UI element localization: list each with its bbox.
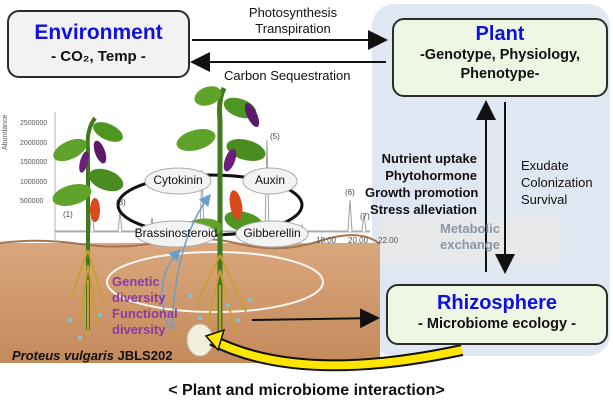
- transpiration-label: Transpiration: [255, 21, 331, 36]
- phytohormone-label: Phytohormone: [385, 168, 477, 183]
- ytick-500000: 500000: [20, 198, 44, 205]
- carbon-sequestration-label: Carbon Sequestration: [224, 68, 351, 83]
- peak-1: (1): [63, 210, 73, 219]
- genetic-diversity-label: Genetic diversity: [112, 274, 166, 305]
- growth-promotion-label: Growth promotion: [365, 185, 479, 200]
- gibberellin-label: Gibberellin: [243, 226, 301, 240]
- rhizosphere-subtitle: - Microbiome ecology -: [418, 316, 576, 332]
- rhizosphere-box: Rhizosphere - Microbiome ecology -: [386, 284, 608, 345]
- plant-line2: Phenotype-: [460, 66, 540, 82]
- xtick-18: 18.00: [316, 236, 337, 245]
- ytick-1000000: 1000000: [20, 178, 48, 186]
- peak-6: (6): [345, 188, 355, 197]
- environment-subtitle: - CO₂, Temp -: [51, 48, 146, 65]
- peak-5: (5): [270, 132, 280, 141]
- xtick-20: 20.00: [348, 236, 369, 245]
- colonization-label: Colonization: [521, 175, 593, 190]
- xtick-22: 22.00: [378, 236, 399, 245]
- metabolic-exchange-label: Metabolic exchange: [440, 221, 500, 252]
- plant-to-rhizo-labels: Nutrient uptake Phytohormone Growth prom…: [365, 150, 479, 218]
- rhizosphere-title: Rhizosphere: [436, 292, 558, 314]
- env-plant-label: Photosynthesis Transpiration: [238, 5, 348, 37]
- peak-7: (7): [360, 212, 370, 221]
- peak-3: (3): [116, 198, 126, 207]
- cytokinin-label: Cytokinin: [153, 173, 203, 187]
- ytick-2500000: 2500000: [20, 120, 48, 127]
- plant-title: Plant: [475, 23, 525, 45]
- plant-left: [52, 116, 124, 335]
- chromatogram-yticks: 2500000 2000000 1500000 1000000 500000: [20, 114, 47, 212]
- nutrient-uptake-label: Nutrient uptake: [381, 151, 477, 166]
- environment-box: Environment - CO₂, Temp -: [7, 10, 190, 78]
- survival-label: Survival: [521, 192, 568, 207]
- stress-alleviation-label: Stress alleviation: [370, 202, 477, 217]
- exudate-label: Exudate: [521, 158, 569, 173]
- strain-id: JBLS202: [117, 348, 173, 363]
- photosynthesis-label: Photosynthesis: [248, 5, 338, 20]
- ytick-1500000: 1500000: [20, 159, 48, 166]
- chromatogram-ylabel: Abundance: [2, 114, 9, 150]
- figure-caption: < Plant and microbiome interaction>: [168, 382, 445, 399]
- functional-diversity-label: Functional diversity: [112, 306, 178, 337]
- ytick-2000000: 2000000: [20, 139, 48, 147]
- brassinosteroid-label: Brassinosteroid: [134, 226, 218, 240]
- strain-label: Proteus vulgaris JBLS202: [12, 348, 172, 363]
- strain-species: Proteus vulgaris: [12, 348, 114, 363]
- auxin-label: Auxin: [254, 173, 286, 187]
- environment-title: Environment: [34, 21, 163, 44]
- diversity-labels: Genetic diversity Functional diversity: [112, 274, 192, 338]
- plant-box: Plant -Genotype, Physiology, Phenotype-: [392, 18, 608, 97]
- plant-line1: -Genotype, Physiology,: [419, 47, 581, 63]
- rhizo-to-plant-labels: Exudate Colonization Survival: [521, 157, 593, 208]
